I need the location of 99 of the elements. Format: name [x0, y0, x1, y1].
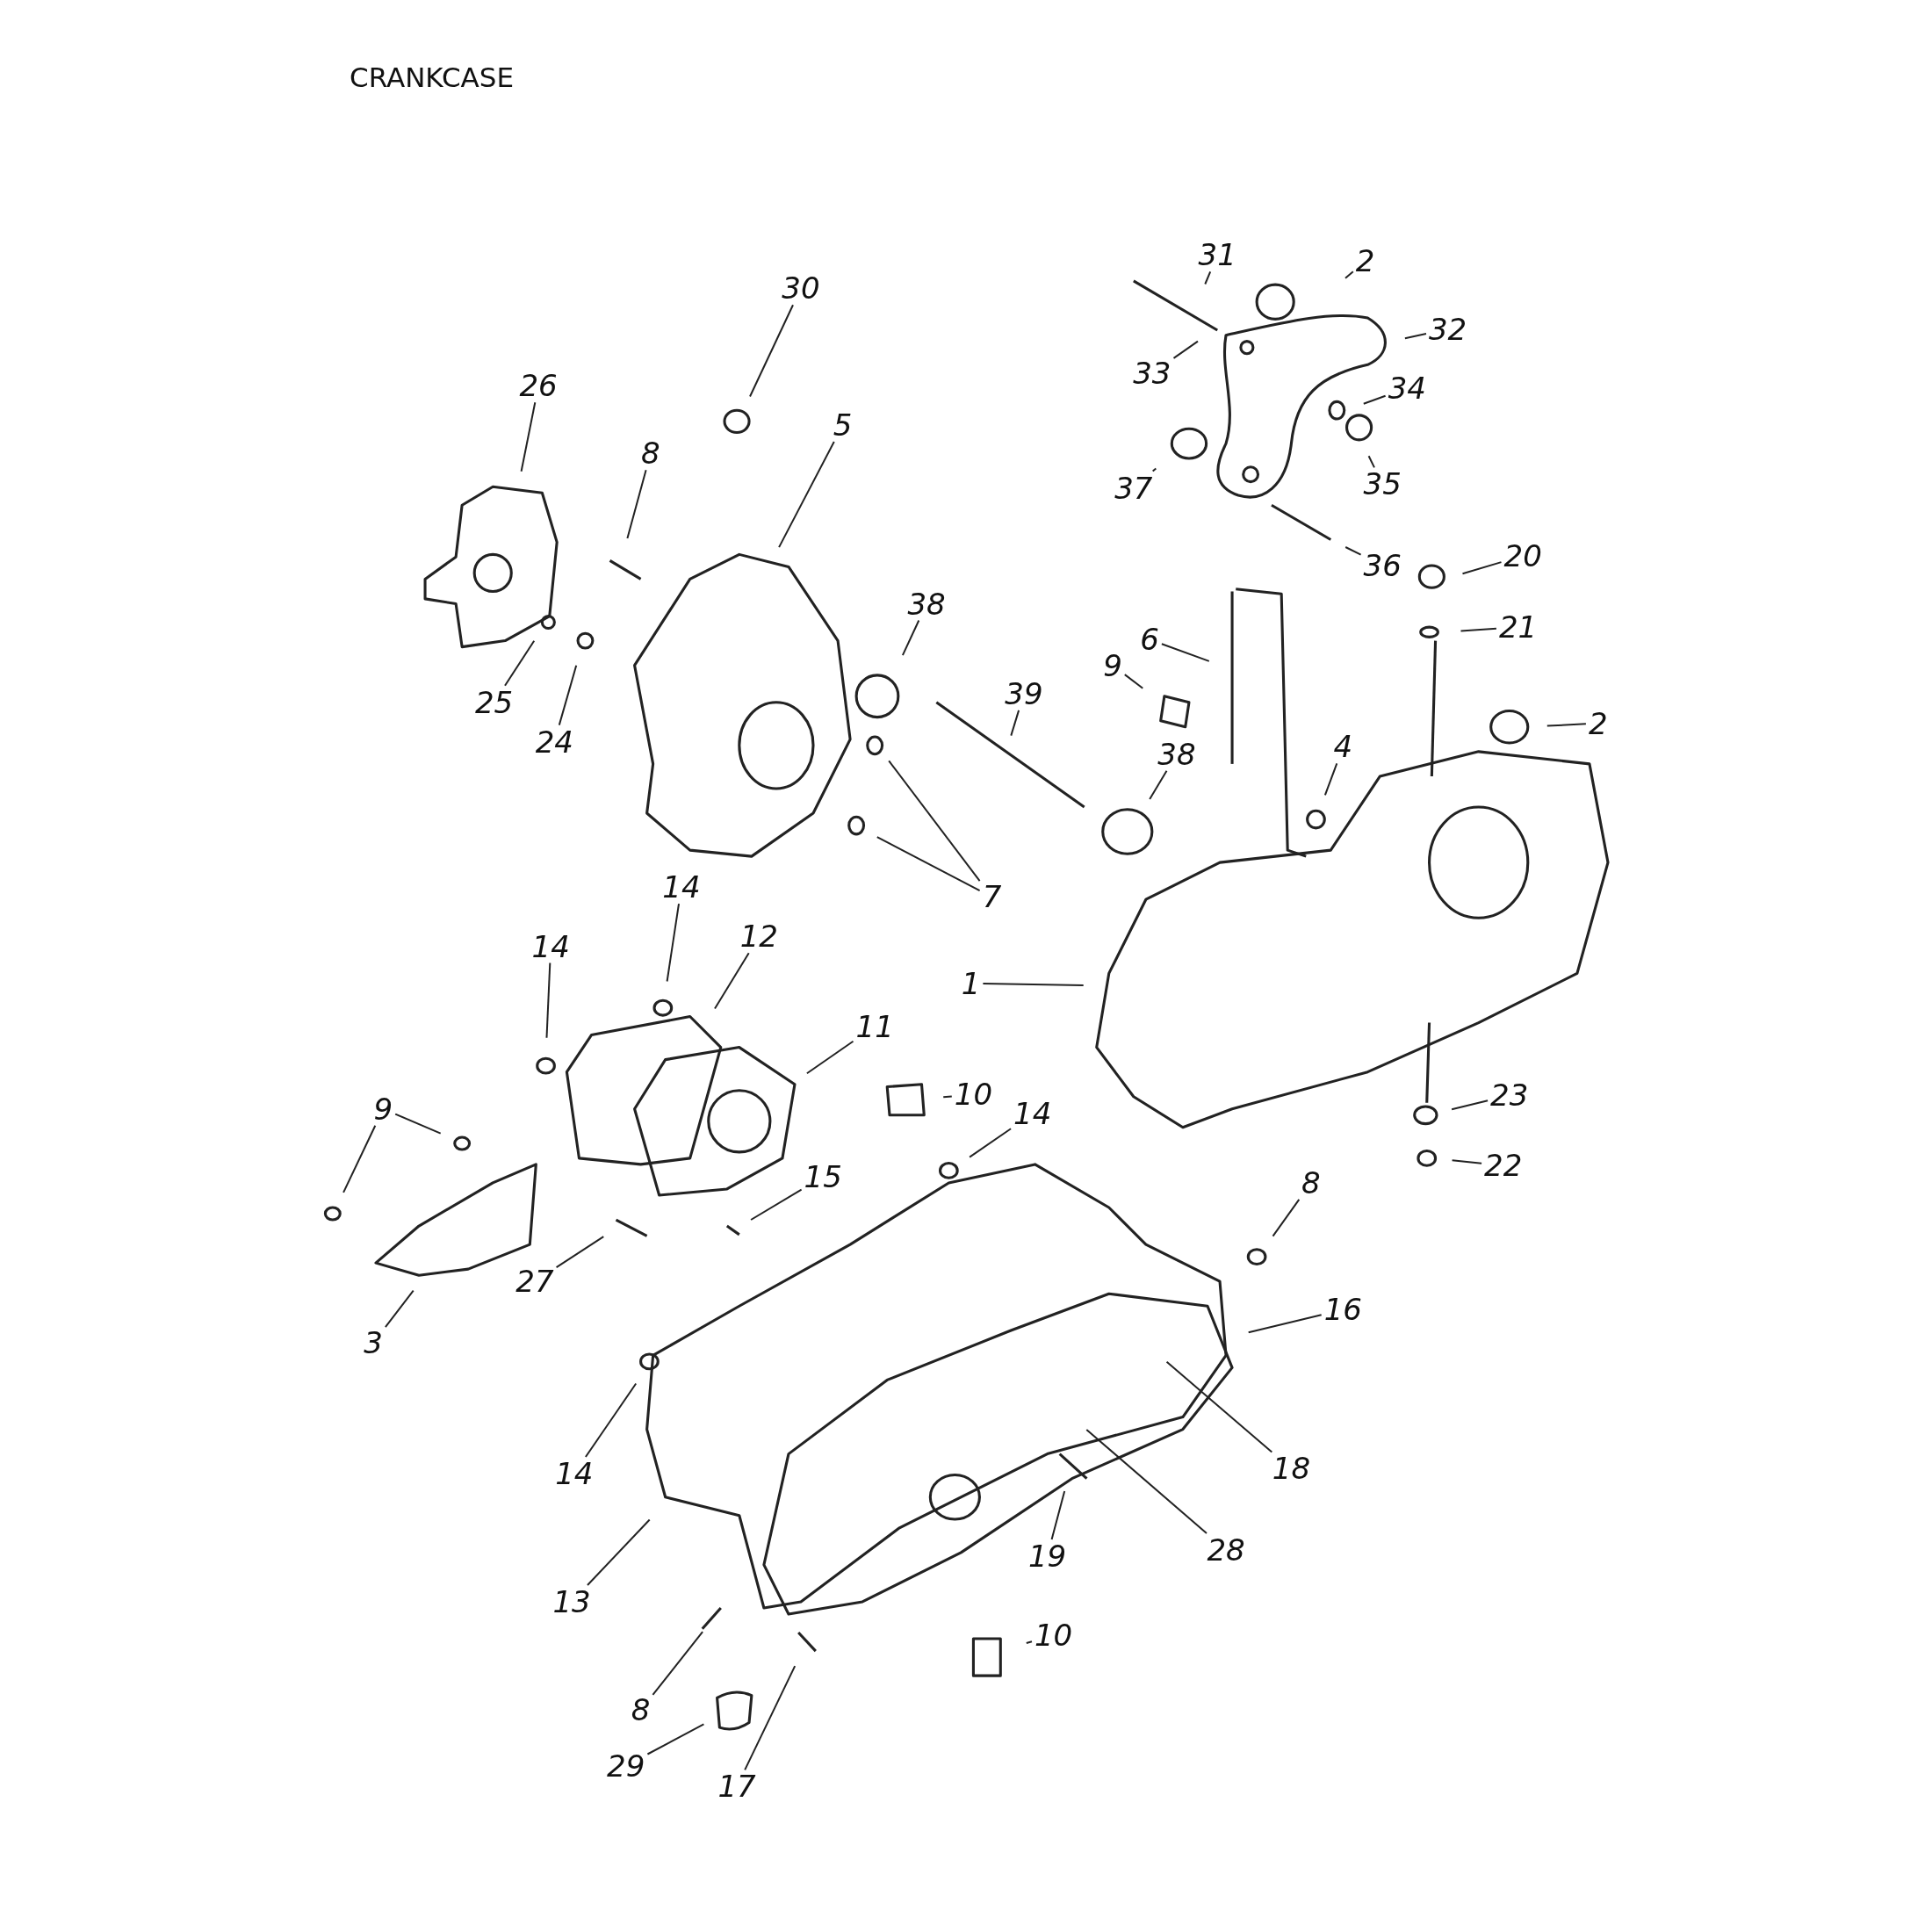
callout-number: 38 [1155, 737, 1199, 771]
callout-number: 22 [1481, 1149, 1525, 1183]
callout-number: 7 [979, 880, 1005, 914]
leader-line [626, 469, 647, 539]
leader-line [1123, 674, 1144, 689]
leader-line [1160, 643, 1210, 662]
leader-line [666, 903, 680, 983]
callout-number: 23 [1488, 1078, 1532, 1113]
diagram-title: CRANKCASE [350, 61, 515, 93]
leader-line [1010, 709, 1020, 737]
leader-line [504, 639, 536, 687]
leader-line [384, 1289, 415, 1329]
leader-line [342, 1124, 377, 1193]
callout-number: 37 [1112, 471, 1156, 505]
callout-number: 32 [1425, 312, 1470, 346]
leader-line [1460, 627, 1497, 632]
leader-line [1172, 340, 1199, 359]
leader-line [394, 1113, 442, 1135]
leader-line [1367, 455, 1375, 469]
callout-number: 21 [1496, 610, 1540, 645]
callout-number: 6 [1137, 623, 1162, 657]
callout-number: 27 [513, 1265, 557, 1299]
callout-number: 12 [737, 919, 781, 954]
leader-line [1149, 769, 1168, 800]
callout-number: 14 [660, 870, 703, 905]
callout-number: 25 [472, 685, 516, 719]
callout-number: 8 [638, 436, 663, 471]
callout-number: 2 [1585, 706, 1611, 740]
leader-line [749, 304, 794, 398]
leader-line [1451, 1159, 1483, 1164]
callout-number: 10 [951, 1077, 996, 1111]
leader-line [1461, 561, 1503, 575]
callout-number: 9 [371, 1092, 396, 1126]
callout-number: 33 [1130, 357, 1174, 391]
leader-line [1025, 1640, 1033, 1644]
leader-line [555, 1236, 605, 1269]
leader-line [805, 1040, 854, 1075]
leader-line [1362, 394, 1387, 405]
leader-line [982, 982, 1085, 986]
leader-line [888, 760, 981, 883]
callout-number: 19 [1025, 1539, 1070, 1574]
leader-line [1272, 1198, 1301, 1237]
leader-line [1165, 1360, 1273, 1453]
callout-number: 31 [1195, 238, 1239, 272]
leader-line [714, 952, 750, 1010]
callout-number: 8 [1299, 1165, 1323, 1200]
leader-line [646, 1723, 705, 1755]
leader-line [1403, 333, 1427, 340]
callout-number: 8 [628, 1693, 653, 1727]
leader-line [1204, 270, 1212, 285]
leader-line [1050, 1489, 1066, 1541]
callout-number: 5 [830, 408, 855, 443]
callout-number: 2 [1352, 244, 1378, 278]
leader-line [942, 1095, 953, 1099]
leader-line [520, 401, 537, 472]
leader-line [744, 1665, 797, 1771]
callout-number: 28 [1204, 1533, 1248, 1568]
leader-line [969, 1128, 1013, 1158]
leader-line [901, 619, 920, 657]
callout-number: 14 [1011, 1097, 1055, 1131]
leader-line [1344, 270, 1354, 279]
callout-number: 20 [1501, 538, 1545, 573]
callout-number: 35 [1360, 467, 1404, 501]
leader-line [1451, 1099, 1489, 1111]
callout-number: 29 [604, 1748, 648, 1783]
leader-line [778, 441, 835, 549]
leader-line [587, 1518, 651, 1586]
callout-number: 24 [532, 724, 576, 759]
leader-line [1247, 1314, 1323, 1334]
leader-line [750, 1188, 803, 1221]
callout-number: 30 [779, 271, 823, 306]
callout-number: 14 [552, 1457, 596, 1491]
callout-number: 15 [801, 1159, 845, 1193]
callout-number: 4 [1330, 730, 1356, 764]
callout-number: 9 [1100, 648, 1125, 682]
callout-number: 11 [853, 1009, 897, 1043]
leader-line [876, 836, 981, 892]
callout-number: 36 [1360, 549, 1404, 582]
callout-number: 1 [958, 966, 984, 1000]
leader-line [545, 962, 551, 1039]
callout-number: 39 [1002, 676, 1046, 710]
callout-number: 14 [529, 929, 573, 963]
callout-number: 17 [715, 1770, 759, 1804]
callout-number: 16 [1321, 1293, 1365, 1327]
callout-number: 26 [516, 369, 560, 403]
leader-line [1546, 723, 1587, 727]
callout-number: 18 [1269, 1452, 1314, 1486]
callout-number: 13 [550, 1584, 594, 1618]
callout-number: 34 [1385, 371, 1429, 405]
leader-line [1323, 762, 1338, 797]
leader-line [1151, 467, 1157, 472]
callout-number: 3 [361, 1326, 386, 1360]
leader-line [652, 1631, 704, 1696]
callout-number: 38 [905, 587, 948, 621]
leader-line [584, 1382, 638, 1458]
leader-line [1085, 1428, 1208, 1534]
callout-number: 10 [1032, 1618, 1076, 1652]
leader-line [1344, 546, 1362, 556]
leader-line [558, 664, 578, 726]
